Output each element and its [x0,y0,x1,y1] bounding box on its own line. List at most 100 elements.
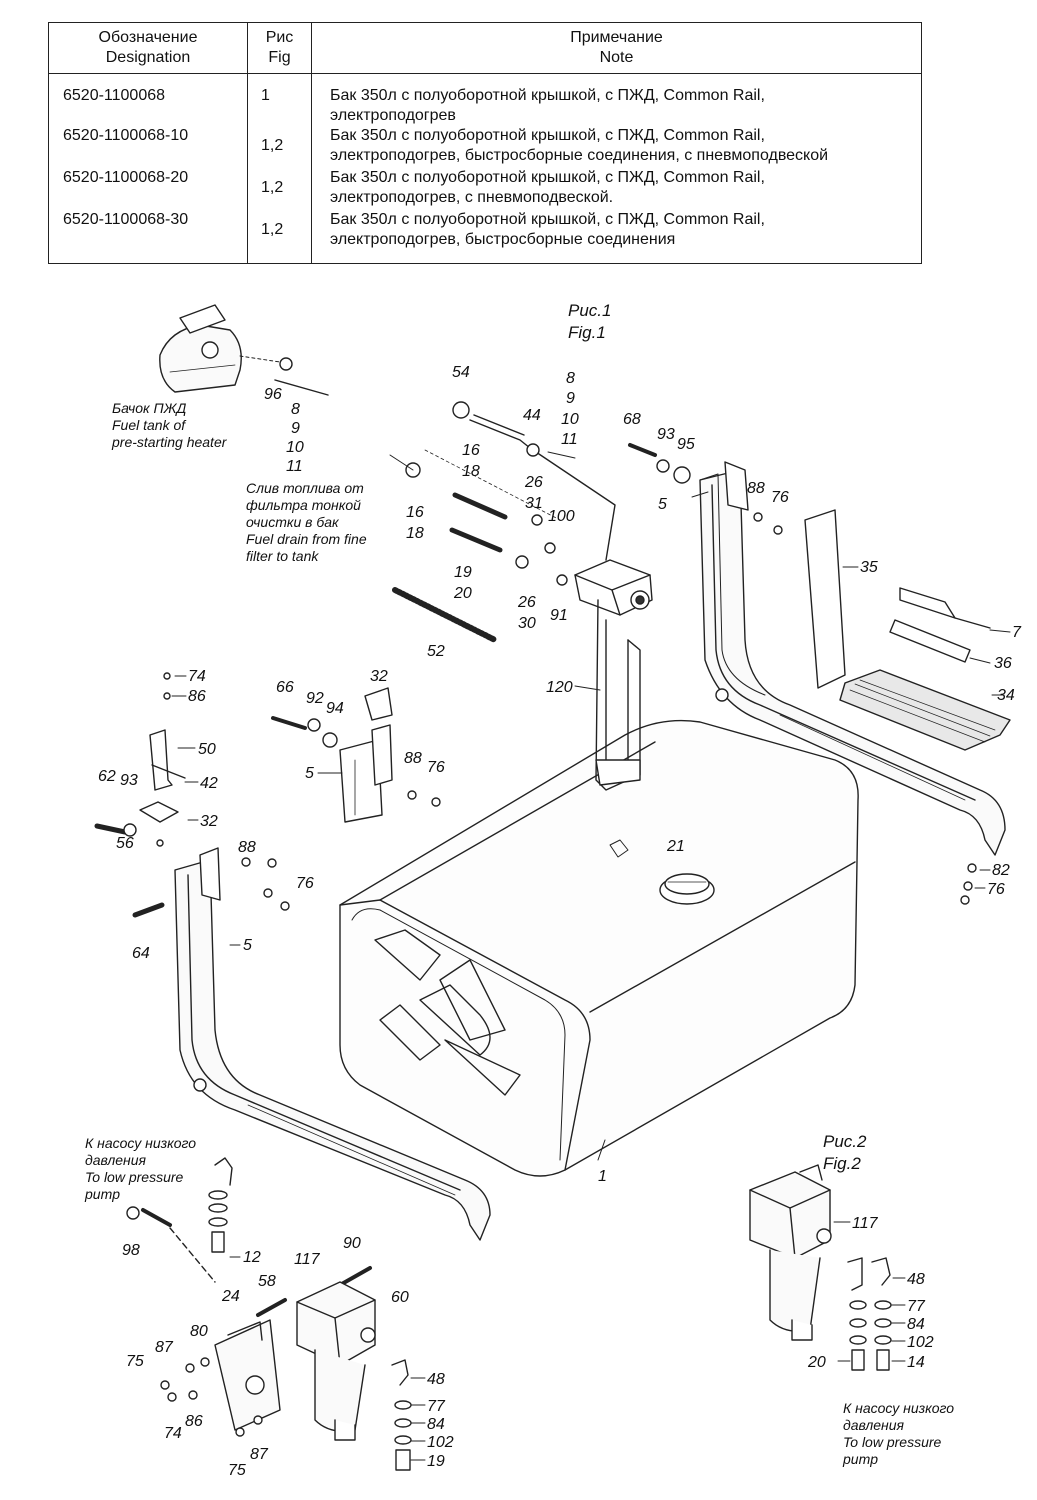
callout: 35 [860,559,878,576]
tank-bracket-center [339,724,393,823]
svg-text:To low pressure: To low pressure [85,1169,184,1185]
svg-text:фильтра тонкой: фильтра тонкой [246,497,361,513]
callout: 34 [997,687,1015,704]
callout: 68 [623,411,641,428]
fittings-right [847,1257,892,1371]
filler-cap [659,873,715,905]
callout: 1 [598,1168,607,1185]
svg-text:давления: давления [85,1152,147,1168]
caption-low-pressure-right: К насосу низкого давления To low pressur… [842,1400,954,1467]
callout: 86 [185,1413,203,1430]
tensioner-strip [889,587,991,663]
callout: 11 [561,431,578,448]
callout: 117 [294,1251,321,1268]
callout: 96 [264,386,282,403]
svg-text:очистки в бак: очистки в бак [246,514,340,530]
callout: 5 [305,765,314,782]
callout: 21 [666,838,685,855]
callout: 84 [427,1416,445,1433]
callout-numbers: 96 8 9 10 11 54 8 9 10 11 44 68 93 95 5 … [98,364,1022,1479]
svg-text:К насосу низкого: К насосу низкого [843,1400,954,1416]
callout: 74 [188,668,206,685]
callout: 94 [326,700,344,717]
callout: 10 [561,411,579,428]
svg-text:Fuel tank of: Fuel tank of [112,417,187,433]
svg-text:pump: pump [842,1451,878,1467]
rubber-strap [804,509,846,689]
callout: 36 [994,655,1012,672]
svg-text:Слив топлива от: Слив топлива от [246,480,364,496]
callout: 5 [658,496,667,513]
callout: 76 [987,881,1005,898]
cell-fig: 1,2 [247,210,312,264]
callout: 62 [98,768,116,785]
callout: 74 [164,1425,182,1442]
callout: 19 [454,564,472,581]
svg-text:Fig.1: Fig.1 [568,323,606,342]
caption-heater-tank: Бачок ПЖД Fuel tank of pre-starting heat… [111,400,228,450]
caption-low-pressure-left: К насосу низкого давления To low pressur… [84,1135,196,1202]
callout: 87 [155,1339,174,1356]
filter-bracket-24 [214,1319,281,1431]
leader-lines [171,355,1011,1461]
callout: 18 [406,525,424,542]
callout: 12 [243,1249,261,1266]
callout: 11 [286,458,303,475]
callout: 75 [228,1462,246,1479]
callout: 48 [427,1371,445,1388]
callout: 88 [238,839,256,856]
cell-fig: 1 [247,73,312,126]
cell-note: Бак 350л с полуоборотной крышкой, с ПЖД,… [311,73,922,126]
callout: 26 [517,594,536,611]
svg-text:filter to tank: filter to tank [246,548,319,564]
cell-note: Бак 350л с полуоборотной крышкой, с ПЖД,… [311,168,922,210]
callout: 50 [198,741,216,758]
callout: 54 [452,364,470,381]
callout: 92 [306,690,324,707]
callout: 24 [221,1288,240,1305]
caption-fuel-drain: Слив топлива от фильтра тонкой очистки в… [246,480,367,564]
cell-designation: 6520-1100068-10 [48,126,248,168]
callout: 26 [524,474,543,491]
callout: 20 [807,1354,826,1371]
callout: 16 [406,504,424,521]
svg-text:давления: давления [843,1417,905,1433]
cell-note: Бак 350л с полуоборотной крышкой, с ПЖД,… [311,126,922,168]
callout: 44 [523,407,541,424]
callout: 42 [200,775,218,792]
cell-designation: 6520-1100068-30 [48,210,248,264]
callout: 60 [391,1289,409,1306]
svg-text:К насосу низкого: К насосу низкого [85,1135,196,1151]
hardware-parts [94,357,977,1317]
callout: 117 [852,1215,879,1232]
callout: 20 [453,585,472,602]
callout: 19 [427,1453,445,1470]
table-row: 6520-1100068-20 1,2 Бак 350л с полуоборо… [48,168,922,210]
svg-text:Рис.1: Рис.1 [568,301,611,320]
callout: 93 [657,426,675,443]
callout: 75 [126,1353,144,1370]
cell-fig: 1,2 [247,168,312,210]
callout: 90 [343,1235,361,1252]
callout: 18 [462,463,480,480]
callout: 31 [525,495,543,512]
callout: 30 [518,615,536,632]
svg-text:To low pressure: To low pressure [843,1434,942,1450]
callout: 56 [116,835,134,852]
callout: 80 [190,1323,208,1340]
callout: 64 [132,945,150,962]
callout: 77 [907,1298,926,1315]
callout: 48 [907,1271,925,1288]
heater-fuel-tank [159,304,242,393]
fittings-left [126,1157,412,1471]
callout: 5 [243,937,252,954]
callout: 8 [566,370,575,387]
callout: 76 [427,759,445,776]
callout: 32 [200,813,218,830]
callout: 82 [992,862,1010,879]
tank-bracket-left [174,847,491,1241]
